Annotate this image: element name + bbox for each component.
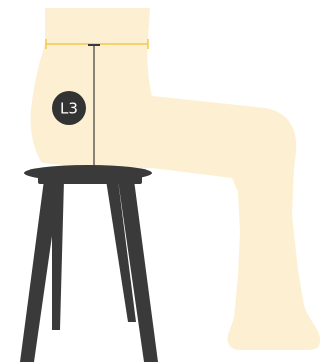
l3-badge-label: L3 (60, 100, 78, 118)
l3-badge: L3 (52, 91, 86, 125)
stool (20, 165, 158, 362)
